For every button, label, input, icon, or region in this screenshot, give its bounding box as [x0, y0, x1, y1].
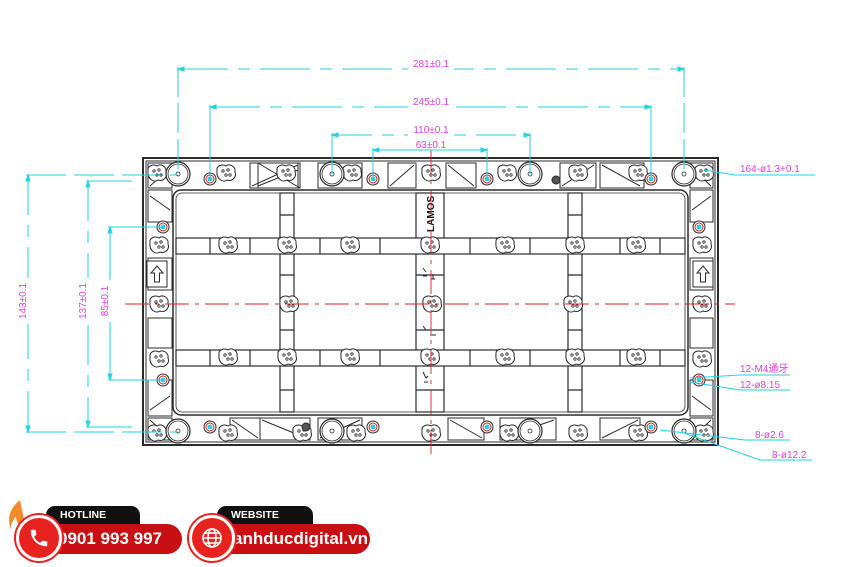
vertical-dimensions — [25, 173, 178, 434]
svg-text:143±0.1: 143±0.1 — [18, 283, 29, 320]
vertical-dimension-labels: 143±0.1 137±0.1 85±0.1 — [18, 278, 113, 324]
center-marks — [422, 267, 436, 383]
svg-text:8-ø2.6: 8-ø2.6 — [755, 430, 784, 441]
horizontal-dimensions — [176, 66, 686, 179]
horizontal-dimension-labels: 281±0.1 245±0.1 110±0.1 63±0.1 — [408, 58, 454, 151]
svg-text:12-ø8.15: 12-ø8.15 — [740, 380, 780, 391]
svg-text:281±0.1: 281±0.1 — [413, 59, 450, 70]
svg-text:137±0.1: 137±0.1 — [78, 283, 89, 320]
svg-text:12-M4通牙: 12-M4通牙 — [740, 363, 788, 375]
svg-text:85±0.1: 85±0.1 — [100, 285, 111, 316]
svg-text:245±0.1: 245±0.1 — [413, 97, 450, 108]
phone-icon — [16, 515, 62, 561]
small-holes — [301, 175, 561, 432]
hotline-tab: HOTLINE — [46, 506, 140, 524]
svg-text:164-ø1.3+0.1: 164-ø1.3+0.1 — [740, 164, 800, 175]
callout-labels: 164-ø1.3+0.1 12-M4通牙 12-ø8.15 8-ø2.6 8-ø… — [740, 164, 807, 461]
lamos-logo: LAMOS — [426, 196, 437, 232]
hotline-badge[interactable]: HOTLINE 0901 993 997 — [4, 498, 182, 561]
globe-icon — [189, 515, 235, 561]
website-badge[interactable]: WEBSITE anhducdigital.vn — [185, 498, 370, 561]
website-tab: WEBSITE — [217, 506, 313, 524]
svg-text:LAMOS: LAMOS — [426, 196, 437, 232]
svg-text:110±0.1: 110±0.1 — [413, 125, 449, 136]
svg-text:63±0.1: 63±0.1 — [416, 140, 447, 151]
callout-leaders — [659, 169, 815, 461]
svg-text:8-ø12.2: 8-ø12.2 — [772, 450, 807, 461]
centerlines — [125, 150, 735, 458]
